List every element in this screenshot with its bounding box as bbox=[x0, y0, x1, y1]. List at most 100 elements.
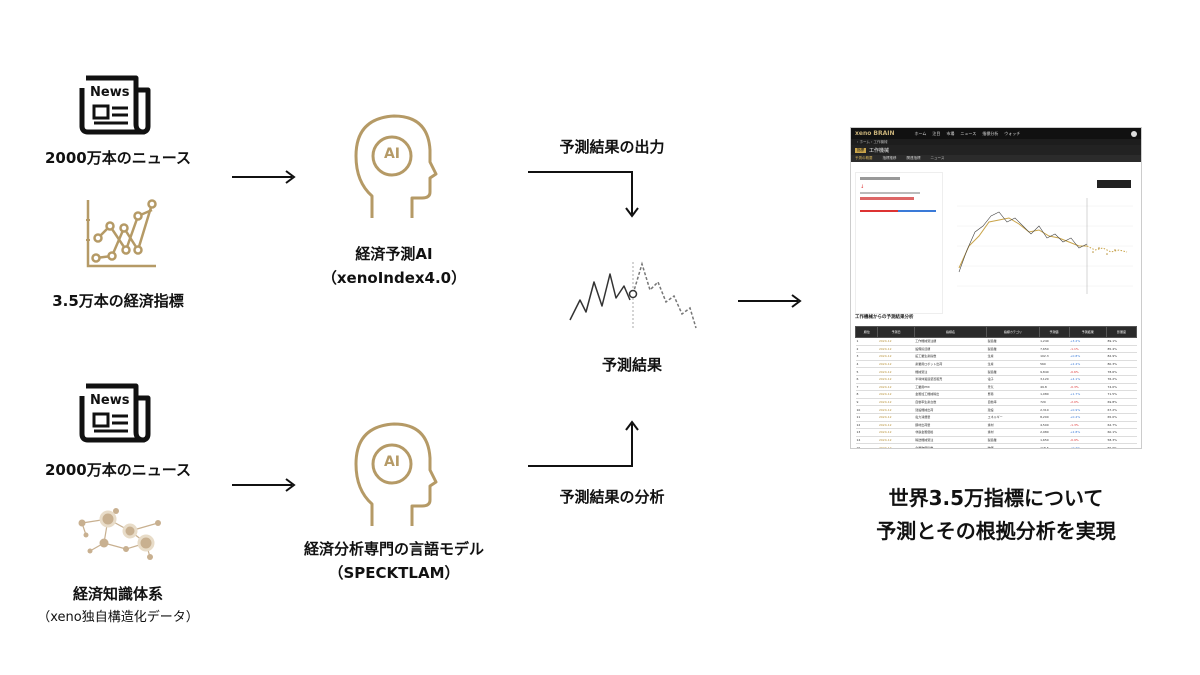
table-cell: 2024-12 bbox=[877, 352, 915, 361]
table-cell: 82.9% bbox=[1106, 352, 1137, 361]
analysis-label: 予測結果の分析 bbox=[559, 488, 665, 506]
table-cell: 74.0% bbox=[1106, 383, 1137, 392]
page-title: 工作機械 bbox=[869, 147, 890, 154]
table-cell: 2024-12 bbox=[877, 367, 915, 376]
table-cell: 62.7% bbox=[1106, 421, 1137, 430]
table-cell: 自動車生産台数 bbox=[914, 398, 987, 407]
table-cell: 1,650 bbox=[1039, 436, 1070, 445]
table-cell: 生産 bbox=[986, 360, 1040, 369]
column-header: 影響度 bbox=[1105, 326, 1138, 338]
nav-item[interactable]: ニュース bbox=[960, 130, 977, 136]
table-cell: 9,840 bbox=[1039, 367, 1070, 376]
news-count-label: 2000万本のニュース bbox=[45, 461, 191, 479]
nav-item[interactable]: ホーム bbox=[914, 130, 927, 136]
table-cell: 8 bbox=[855, 390, 878, 399]
table-cell: 企業物価指数 bbox=[914, 443, 987, 448]
table-cell: 製造業 bbox=[986, 345, 1040, 354]
table-cell: 製造業 bbox=[986, 436, 1040, 445]
nav-item[interactable]: 市場 bbox=[946, 130, 955, 136]
llm-model-title: 経済分析専門の言語モデル bbox=[303, 540, 485, 558]
table-cell: 85.4% bbox=[1106, 345, 1137, 354]
brand-logo: xeno BRAIN bbox=[855, 130, 895, 137]
table-cell: +2.8% bbox=[1069, 428, 1107, 437]
nav-item[interactable]: 指標分析 bbox=[982, 130, 999, 136]
table-cell: 生産 bbox=[986, 352, 1040, 361]
table-cell: -0.6% bbox=[1069, 367, 1107, 376]
table-cell: 素材 bbox=[986, 421, 1040, 430]
category-badge: 指標 bbox=[855, 147, 866, 153]
arrow-right-icon bbox=[738, 294, 802, 308]
elbow-arrow-up bbox=[528, 420, 639, 467]
table-cell: 2 bbox=[855, 345, 878, 354]
llm-model-sub: （SPECKTLAM） bbox=[328, 564, 460, 582]
table-cell: 物価 bbox=[986, 443, 1040, 448]
table-cell: 102.3 bbox=[1039, 352, 1070, 361]
table-cell: +1.7% bbox=[1069, 390, 1107, 399]
table-cell: 71.5% bbox=[1106, 390, 1137, 399]
column-header: 予測値 bbox=[1038, 326, 1070, 338]
subnav-tab[interactable]: 指標推移 bbox=[882, 156, 897, 160]
table-cell: 2024-12 bbox=[877, 375, 915, 384]
subnav-tab[interactable]: ニュース bbox=[930, 156, 945, 160]
table-cell: 1,240 bbox=[1039, 337, 1070, 346]
app-screenshot: xeno BRAIN ホーム 注目 市場 ニュース 指標分析 ウォッチ › ホー… bbox=[850, 127, 1142, 449]
table-cell: 60.1% bbox=[1106, 428, 1137, 437]
ai-head-icon bbox=[354, 114, 438, 218]
sub-navigation: 予測の概要 指標推移 関連指標 ニュース bbox=[851, 155, 1141, 162]
ai-model-sub: （xenoIndex4.0） bbox=[321, 269, 467, 287]
table-cell: 8,200 bbox=[1039, 413, 1070, 422]
result-caption-line1: 世界3.5万指標について bbox=[888, 486, 1104, 510]
table-cell: 2,310 bbox=[1039, 405, 1070, 414]
table-cell: 2024-12 bbox=[877, 405, 915, 414]
table-cell: +0.4% bbox=[1069, 413, 1107, 422]
table-cell: 1 bbox=[855, 337, 878, 346]
table-cell: 電子 bbox=[986, 375, 1040, 384]
page-titlebar: 指標 工作機械 bbox=[851, 145, 1141, 155]
subnav-tab[interactable]: 予測の概要 bbox=[855, 156, 873, 160]
table-cell: 89.1% bbox=[1106, 337, 1137, 346]
table-cell: 49.8 bbox=[1039, 383, 1070, 392]
nav-item[interactable]: 注目 bbox=[932, 130, 941, 136]
table-cell: 3 bbox=[855, 352, 878, 361]
table-header-row: 順位 予測日 指標名 指標カテゴリ 予測値 予測結果 影響度 bbox=[854, 326, 1138, 338]
table-cell: 機械受注 bbox=[914, 367, 987, 376]
app-topbar: xeno BRAIN ホーム 注目 市場 ニュース 指標分析 ウォッチ bbox=[851, 128, 1141, 139]
table-cell: 電力消費量 bbox=[914, 413, 987, 422]
table-cell: 11 bbox=[855, 413, 878, 422]
indicator-count-label: 3.5万本の経済指標 bbox=[52, 292, 184, 310]
table-cell: -0.9% bbox=[1069, 436, 1107, 445]
table-cell: 建設 bbox=[986, 405, 1040, 414]
table-cell: 2024-12 bbox=[877, 390, 915, 399]
result-label: 予測結果 bbox=[601, 356, 663, 374]
column-header: 予測結果 bbox=[1068, 326, 1107, 338]
table-cell: 76.2% bbox=[1106, 375, 1137, 384]
ai-model-title: 経済予測AI bbox=[355, 245, 433, 263]
table-cell: +2.4% bbox=[1069, 360, 1107, 369]
user-avatar-icon[interactable] bbox=[1131, 130, 1137, 137]
table-cell: 5 bbox=[855, 367, 878, 376]
table-cell: 69.8% bbox=[1106, 398, 1137, 407]
table-cell: 720 bbox=[1039, 398, 1070, 407]
subnav-tab[interactable]: 関連指標 bbox=[906, 156, 921, 160]
table-cell: 2024-12 bbox=[877, 360, 915, 369]
table-cell: 工作機械受注額 bbox=[914, 337, 987, 346]
ai-head-text: AI bbox=[383, 454, 401, 470]
table-cell: 輸送機械受注 bbox=[914, 436, 987, 445]
table-cell: 13 bbox=[855, 428, 878, 437]
nav-item[interactable]: ウォッチ bbox=[1004, 130, 1021, 136]
